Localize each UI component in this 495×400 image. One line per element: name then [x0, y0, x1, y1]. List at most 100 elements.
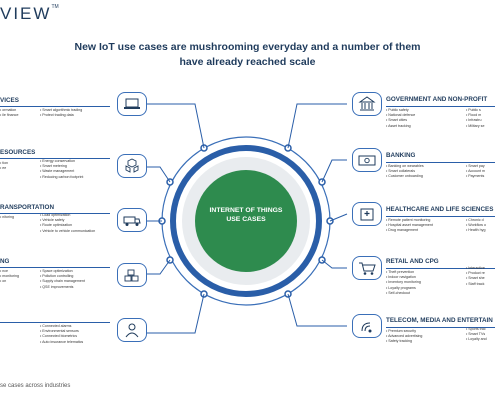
boxes-icon — [117, 263, 147, 287]
list-item: Public s — [466, 108, 484, 113]
company-logo: VIEWTM — [0, 4, 59, 24]
right-section-2-divider — [386, 162, 495, 163]
list-item: Vehicle to vehicle communication — [40, 229, 95, 234]
left-section-5-divider — [0, 322, 110, 323]
money-icon — [352, 148, 382, 172]
right-section-4-title: RETAIL AND CPG — [386, 258, 439, 265]
list-item: ormation — [0, 108, 18, 113]
list-item: Smart TVs — [466, 332, 487, 337]
list-item: tion — [0, 161, 8, 166]
left-section-2-col2: Energy conservation Smart metering Waste… — [40, 159, 83, 180]
connector-left-4 — [145, 259, 171, 275]
list-item: Account m — [466, 169, 485, 174]
right-section-1-title: GOVERNMENT AND NON-PROFIT — [386, 96, 488, 103]
left-section-5-col2: Connected alarms Environmental sensors C… — [40, 324, 83, 345]
right-section-3-divider — [386, 216, 495, 217]
left-section-1-title: VICES — [0, 97, 19, 104]
list-item: Smart cities — [386, 118, 415, 123]
left-section-4-col2: Space optimization Pollution controlling… — [40, 269, 85, 290]
list-item: Loyalty and — [466, 337, 486, 342]
right-section-2-col2: Smart pay Account m Payments — [466, 164, 485, 180]
right-section-5-title: TELECOM, MEDIA AND ENTERTAIN — [386, 317, 493, 324]
list-item: Waste management — [40, 169, 83, 174]
connector-left-5 — [145, 293, 205, 334]
list-item: Hospital asset management — [386, 223, 433, 228]
truck-icon — [117, 208, 147, 232]
list-item: Asset tracking — [386, 124, 415, 129]
left-section-2-col1: tion ee — [0, 161, 8, 171]
right-section-1-divider — [386, 106, 495, 107]
list-item: Health hyg — [466, 228, 486, 233]
right-section-4-col2: Interactive Product re Smart she Staff t… — [466, 266, 485, 287]
center-label-line-2: USE CASES — [226, 216, 266, 223]
list-item: nitoring — [0, 215, 14, 220]
list-item: Indoor navigation — [386, 275, 421, 280]
connector-right-3 — [329, 213, 348, 222]
connector-right-1 — [287, 103, 347, 149]
connectors-left — [145, 103, 205, 334]
list-item: Flood m — [466, 113, 484, 118]
page-title: New IoT use cases are mushrooming everyd… — [0, 40, 495, 70]
list-item: Energy conservation — [40, 159, 83, 164]
list-item: Vehicle safety — [40, 218, 95, 223]
footer-caption: se cases across industries — [0, 383, 71, 389]
list-item: Connected biometrics — [40, 334, 83, 339]
right-section-1-col2: Public s Flood m Infrastru Military se — [466, 108, 484, 129]
list-item: Public safety — [386, 108, 415, 113]
connector-right-2 — [321, 159, 347, 183]
list-item: Space optimization — [40, 269, 85, 274]
list-item: Workflow o — [466, 223, 486, 228]
green-core — [195, 170, 297, 272]
left-section-3-title: RANSPORTATION — [0, 204, 54, 211]
list-item: Environmental sensors — [40, 329, 83, 334]
right-section-3-col1: Remote patient monitoring Hospital asset… — [386, 218, 433, 234]
left-section-4-title: NG — [0, 258, 10, 265]
title-line-1: New IoT use cases are mushrooming everyd… — [74, 41, 421, 53]
list-item: Self-checkout — [386, 291, 421, 296]
list-item: Chronic d — [466, 218, 486, 223]
list-item: Military se — [466, 124, 484, 129]
left-section-4-divider — [0, 267, 110, 268]
list-item: Smart metering — [40, 164, 83, 169]
list-item: Pollution controlling — [40, 274, 85, 279]
list-item: Safety tracking — [386, 339, 422, 344]
center-label: INTERNET OF THINGS USE CASES — [201, 206, 291, 224]
list-item: Loyalty programs — [386, 286, 421, 291]
cart-icon — [352, 256, 382, 280]
left-section-2-title: ESOURCES — [0, 149, 36, 156]
list-item: Premium security — [386, 329, 422, 334]
logo-text: VIEW — [0, 4, 52, 23]
building-icon — [352, 92, 382, 116]
list-item: Interactive — [466, 266, 485, 271]
left-section-1-col1: ormation ile finance — [0, 108, 18, 118]
cubes-icon — [117, 154, 147, 178]
logo-trademark: TM — [51, 4, 59, 10]
center-label-line-1: INTERNET OF THINGS — [209, 207, 283, 214]
right-section-2-col1: Banking on wearables Smart collaterals C… — [386, 164, 424, 180]
list-item: Smart pay — [466, 164, 485, 169]
list-item: Advanced advertising — [386, 334, 422, 339]
list-item: QSE improvements — [40, 285, 85, 290]
laptop-icon — [117, 92, 147, 116]
left-section-1-divider — [0, 106, 110, 107]
list-item: Route optimization — [40, 223, 95, 228]
right-section-2-title: BANKING — [386, 152, 416, 159]
connector-right-4 — [321, 259, 347, 269]
left-section-3-col2: Load optimization Vehicle safety Route o… — [40, 213, 95, 234]
list-item: Customer onboarding — [386, 174, 424, 179]
list-item: Reducing carbon footprint — [40, 175, 83, 180]
list-item: Theft prevention — [386, 270, 421, 275]
right-section-5-col2: Sports trac Smart TVs Loyalty and — [466, 327, 487, 343]
list-item: ee — [0, 166, 8, 171]
connector-left-2 — [145, 166, 171, 183]
list-item: Load optimization — [40, 213, 95, 218]
list-item: Smart she — [466, 276, 485, 281]
connector-left-1 — [145, 103, 205, 149]
list-item: Inventory monitoring — [386, 280, 421, 285]
list-item: Product re — [466, 271, 485, 276]
list-item: Payments — [466, 174, 485, 179]
list-item: Protect trading data — [40, 113, 82, 118]
connectors-right — [287, 103, 348, 327]
right-section-1-col1: Public safety National defence Smart cit… — [386, 108, 415, 129]
hospital-icon — [352, 202, 382, 226]
